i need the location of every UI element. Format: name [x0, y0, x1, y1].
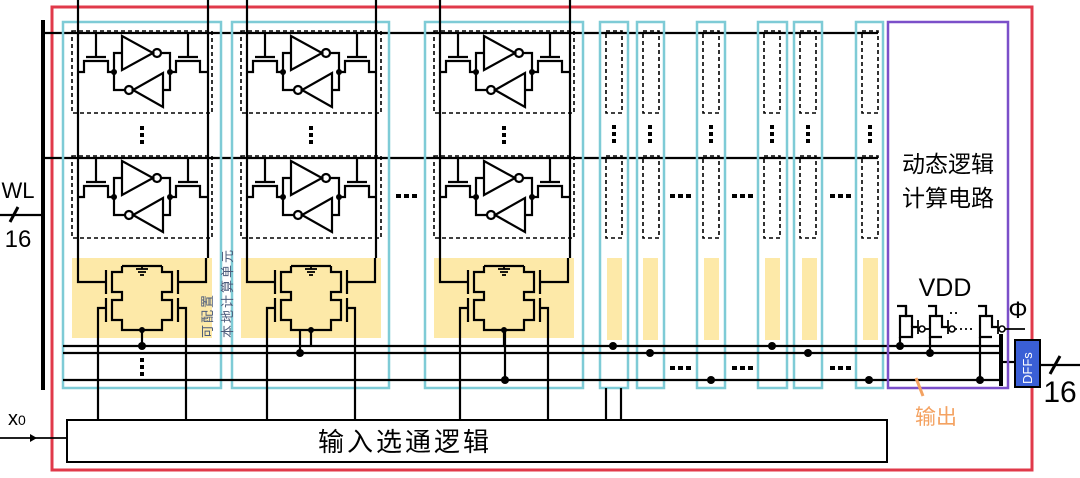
- wordline-label: WL: [2, 178, 35, 203]
- input-signal: x0: [0, 408, 67, 442]
- column-2: [230, 0, 391, 422]
- compute-unit-label: 可配置 本地计算单元: [201, 248, 236, 338]
- horizontal-ellipsis: [396, 194, 417, 198]
- wordline-width: 16: [5, 226, 32, 253]
- input-signal-name: x: [8, 408, 18, 430]
- narrow-columns: [598, 20, 885, 420]
- horizontal-ellipsis: [670, 366, 691, 370]
- input-selection-logic: 输入选通逻辑: [66, 419, 888, 463]
- narrow-column: [854, 20, 885, 390]
- narrow-column: [756, 20, 789, 390]
- horizontal-ellipsis: [732, 194, 753, 198]
- narrow-column: [635, 20, 666, 390]
- narrow-column: [792, 20, 824, 390]
- sram-cell: [70, 29, 214, 115]
- wordline-bus: WL 16: [0, 20, 45, 390]
- horizontal-ellipsis: [830, 194, 851, 198]
- vertical-ellipsis: [502, 126, 506, 144]
- vdd-label: VDD: [919, 274, 972, 302]
- dynamic-logic-label: 计算电路: [902, 186, 994, 212]
- output-width: 16: [1043, 376, 1076, 409]
- sram-cell: [432, 29, 576, 115]
- sram-cell: [432, 154, 576, 240]
- column-3: [423, 0, 585, 422]
- dffs-label: DFFs: [1020, 352, 1035, 384]
- column-1: [61, 0, 223, 422]
- input-signal-subscript: 0: [18, 412, 26, 428]
- output-label: 输出: [915, 405, 957, 429]
- dynamic-logic-label: 动态逻辑: [902, 152, 994, 178]
- dffs-block: DFFs 16: [1014, 339, 1080, 409]
- horizontal-ellipsis: [732, 366, 753, 370]
- sram-cell: [70, 154, 214, 240]
- macro-border: [50, 5, 1034, 472]
- svg-text:可配置: 可配置: [201, 293, 216, 338]
- vertical-ellipsis: [309, 126, 313, 144]
- local-compute-unit: [70, 256, 214, 422]
- dynamic-logic-block: 动态逻辑 计算电路 VDD Φ: [886, 20, 1028, 390]
- narrow-column: [695, 20, 727, 390]
- clock-label: Φ: [1008, 297, 1027, 324]
- svg-text:本地计算单元: 本地计算单元: [221, 248, 236, 338]
- svg-text:x0: x0: [8, 408, 26, 430]
- sram-cell: [239, 154, 383, 240]
- vertical-ellipsis: [140, 126, 144, 144]
- horizontal-ellipsis: [670, 194, 691, 198]
- vertical-ellipsis: [140, 358, 144, 376]
- output-annotation: 输出: [914, 377, 957, 429]
- sram-cell: [239, 29, 383, 115]
- local-compute-unit: [239, 256, 383, 422]
- sum-bus: [63, 330, 1015, 386]
- narrow-column: [598, 20, 630, 390]
- horizontal-ellipsis: [830, 366, 851, 370]
- input-logic-label: 输入选通逻辑: [318, 428, 492, 458]
